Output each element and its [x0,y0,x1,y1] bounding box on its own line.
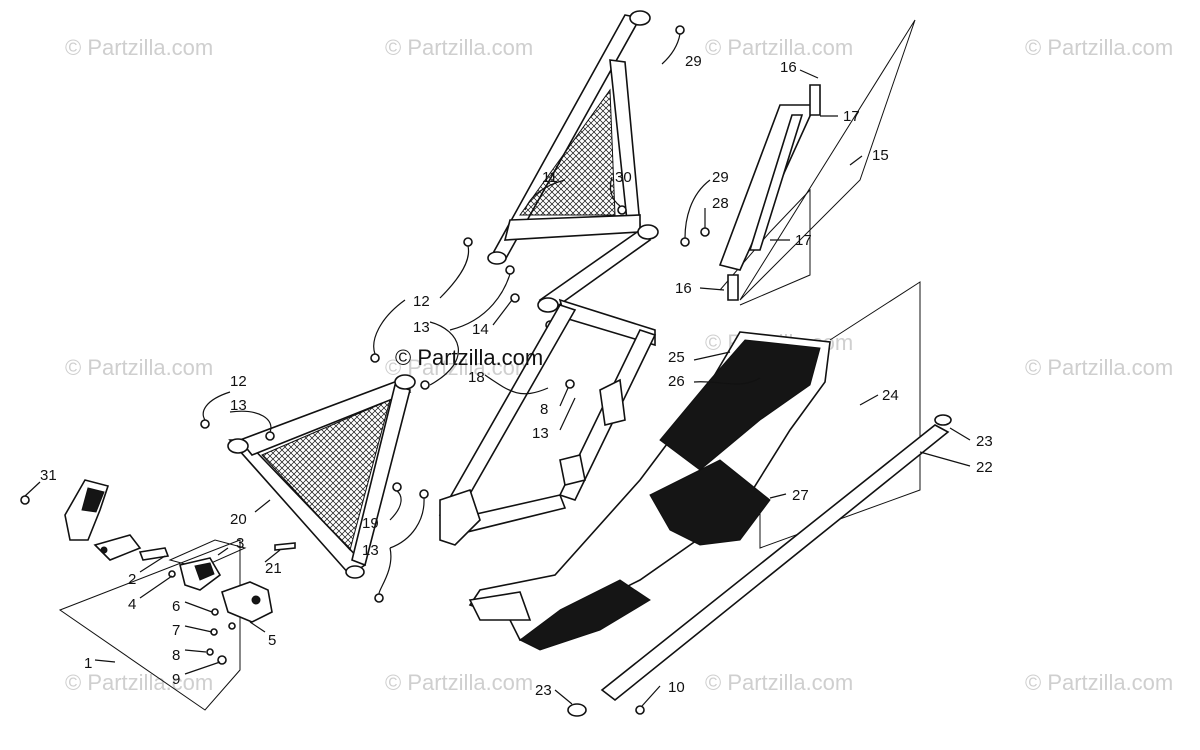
callout-20: 20 [230,511,247,528]
part-5-clamp [221,581,273,623]
watermark: © Partzilla.com [65,670,213,695]
callout-4: 4 [128,596,136,613]
watermark: © Partzilla.com [65,35,213,60]
washer-13 [419,489,429,499]
callout-23: 23 [535,682,552,699]
callout-13: 13 [362,542,379,559]
bolt-21 [274,542,296,551]
bolt-29 [680,237,690,247]
part-11-frame [487,10,659,313]
part-18-tube-frame [438,298,657,546]
callout-10: 10 [668,679,685,696]
callout-1: 1 [84,655,92,672]
callout-13: 13 [230,397,247,414]
center-watermark: © Partzilla.com [395,345,543,370]
callout-7: 7 [172,622,180,639]
callout-14: 14 [472,321,489,338]
callout-8: 8 [540,401,548,418]
bolt-8 [565,379,575,389]
callout-12: 12 [230,373,247,390]
callout-27: 27 [792,487,809,504]
callout-26: 26 [668,373,685,390]
washer-13 [420,380,430,390]
callout-17: 17 [843,108,860,125]
callout-29: 29 [712,169,729,186]
callout-16: 16 [780,59,797,76]
bolt-12 [463,237,473,247]
watermark: © Partzilla.com [1025,355,1173,380]
callout-24: 24 [882,387,899,404]
part-2-plate [93,534,170,561]
watermark: © Partzilla.com [705,35,853,60]
washer-13 [505,265,515,275]
callout-23: 23 [976,433,993,450]
watermark: © Partzilla.com [385,670,533,695]
callout-25: 25 [668,349,685,366]
callout-3: 3 [236,535,244,552]
callout-13: 13 [413,319,430,336]
part-15-door-assembly [700,19,916,306]
washer-13 [374,593,384,603]
part-4-clamp [168,557,222,591]
watermark: © Partzilla.com [705,670,853,695]
bolt-14 [510,293,520,303]
bolt-19 [392,482,402,492]
part-20-frame [227,374,416,579]
callout-17: 17 [795,232,812,249]
watermark: © Partzilla.com [1025,35,1173,60]
part-22-tube [567,414,952,717]
callout-30: 30 [615,169,632,186]
watermark: © Partzilla.com [385,35,533,60]
fastener-group-6-9 [206,608,236,665]
callout-5: 5 [268,632,276,649]
assembly-1-outline [58,539,241,711]
callout-22: 22 [976,459,993,476]
callout-15: 15 [872,147,889,164]
part-24-side-panel [468,281,921,651]
watermark: © Partzilla.com [1025,670,1173,695]
callout-12: 12 [413,293,430,310]
bolt-30 [617,205,627,215]
callout-6: 6 [172,598,180,615]
callout-16: 16 [675,280,692,297]
watermark: © Partzilla.com [65,355,213,380]
callout-11: 11 [542,169,558,186]
callout-19: 19 [362,515,379,532]
callout-21: 21 [265,560,282,577]
callout-31: 31 [40,467,57,484]
callout-8: 8 [172,647,180,664]
callout-9: 9 [172,671,180,688]
callout-28: 28 [712,195,729,212]
bolt-12 [370,353,380,363]
leader-lines [24,33,971,707]
callout-2: 2 [128,571,136,588]
bolt-29 [675,25,685,35]
callout-18: 18 [468,369,485,386]
washer-13 [265,431,275,441]
callout-labels: 31 2 3 4 5 6 7 8 9 1 20 21 12 13 12 13 1… [40,53,993,699]
callout-29: 29 [685,53,702,70]
callout-13: 13 [532,425,549,442]
bolt-12 [200,419,210,429]
part-31-bracket [20,479,110,541]
